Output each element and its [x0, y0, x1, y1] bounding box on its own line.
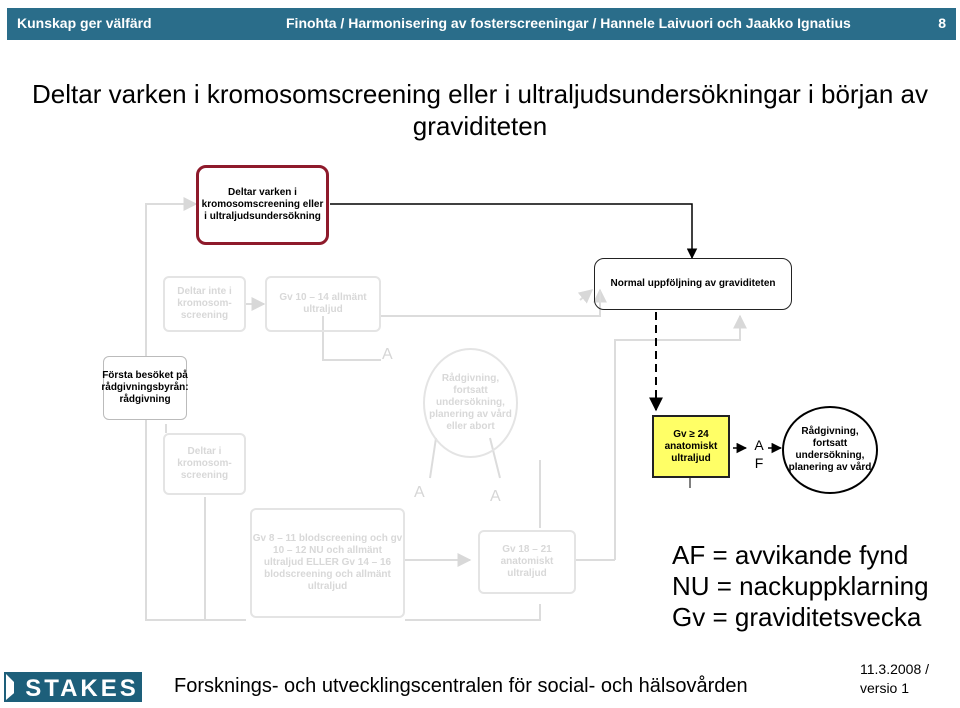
footer-version: versio 1 [860, 680, 910, 696]
chromosome-screening-node: Deltar i kromosom-screening [163, 433, 246, 495]
logo-text: STAKES [25, 675, 139, 702]
first-visit-node: Första besöket på rådgivningsbyrån: rådg… [101, 356, 189, 420]
counsel-right-label: Rådgivning, fortsatt undersökning, plane… [788, 426, 872, 473]
gv-10-14-label: Gv 10 – 14 allmänt ultraljud [279, 292, 367, 315]
legend-gv: Gv = graviditetsvecka [672, 602, 922, 632]
af-marker-a: A [754, 437, 764, 453]
page-number: 8 [938, 15, 946, 31]
footer-date-line: 11.3.2008 / [860, 661, 930, 677]
gv24-node: Gv ≥ 24 anatomiskt ultraljud [652, 415, 730, 478]
counsel-mid-label: Rådgivning, fortsatt undersökning, plane… [429, 373, 512, 432]
a-label-right: A [490, 488, 501, 505]
af-marker: A F [748, 434, 770, 474]
legend: AF = avvikande fynd NU = nackuppklarning… [672, 540, 929, 633]
footer-org: Forsknings- och utvecklingscentralen för… [174, 675, 748, 697]
blood-screening-node: Gv 8 – 11 blodscreening och gv 10 – 12 N… [250, 508, 405, 618]
a-label-top: A [382, 346, 393, 363]
gv24-label: Gv ≥ 24 anatomiskt ultraljud [664, 428, 718, 464]
counsel-mid-node: Rådgivning, fortsatt undersökning, plane… [423, 348, 518, 458]
no-chromosome-screening-node: Deltar inte i kromosom-screening [163, 276, 246, 332]
gv-18-21-label: Gv 18 – 21 anatomiskt ultraljud [500, 544, 554, 579]
footer-date: 11.3.2008 / versio 1 [860, 660, 929, 698]
start-node-label: Deltar varken i kromosomscreening eller … [201, 187, 324, 222]
normal-followup-node: Normal uppföljning av graviditeten [594, 258, 792, 310]
a-label-left: A [414, 484, 425, 501]
counsel-right-node: Rådgivning, fortsatt undersökning, plane… [782, 406, 878, 494]
stakes-logo: STAKES [4, 672, 142, 702]
af-marker-f: F [754, 455, 764, 471]
no-chromosome-screening-label: Deltar inte i kromosom-screening [177, 286, 232, 321]
normal-followup-label: Normal uppföljning av graviditeten [610, 278, 776, 289]
blood-screening-label: Gv 8 – 11 blodscreening och gv 10 – 12 N… [252, 533, 403, 592]
first-visit-label: Första besöket på rådgivningsbyrån: rådg… [101, 370, 189, 405]
legend-af: AF = avvikande fynd [672, 540, 909, 570]
header-bar: Kunskap ger välfärd Finohta / Harmoniser… [7, 8, 956, 40]
header-middle: Finohta / Harmonisering av fosterscreeni… [286, 15, 851, 31]
start-node: Deltar varken i kromosomscreening eller … [196, 165, 329, 245]
gv-18-21-node: Gv 18 – 21 anatomiskt ultraljud [478, 530, 576, 594]
header-left: Kunskap ger välfärd [17, 15, 152, 31]
slide-title: Deltar varken i kromosomscreening eller … [32, 79, 928, 141]
legend-nu: NU = nackuppklarning [672, 571, 929, 601]
chromosome-screening-label: Deltar i kromosom-screening [177, 446, 232, 481]
gv-10-14-node: Gv 10 – 14 allmänt ultraljud [265, 276, 381, 332]
